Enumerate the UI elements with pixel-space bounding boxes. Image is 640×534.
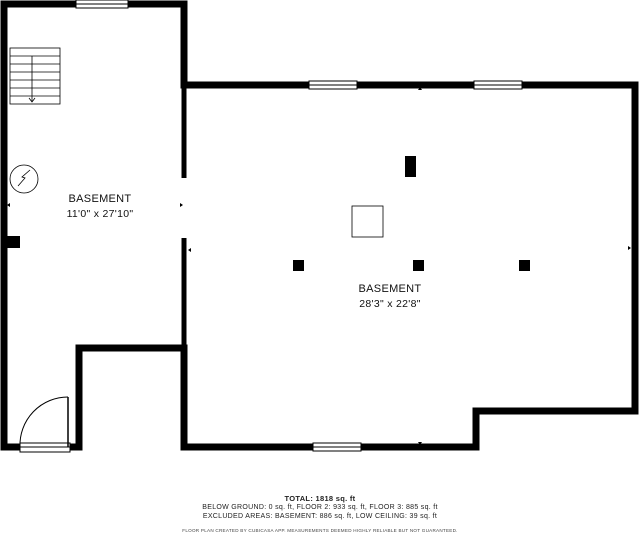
electrical-panel-icon [9, 164, 39, 194]
room-dimensions: 28'3" x 22'8" [359, 298, 421, 310]
floor-areas: BELOW GROUND: 0 sq. ft, FLOOR 2: 933 sq.… [202, 504, 438, 511]
excluded-areas: EXCLUDED AREAS: BASEMENT: 886 sq. ft, LO… [202, 513, 438, 520]
windows [75, 0, 523, 452]
support-post [413, 260, 424, 271]
room-name: BASEMENT [358, 283, 422, 295]
stairs [9, 47, 61, 105]
equipment-square [351, 205, 384, 238]
door [19, 396, 71, 453]
credit-note: FLOOR PLAN CREATED BY CUBICASA APP. MEAS… [182, 528, 458, 533]
total-area: TOTAL: 1818 sq. ft [284, 494, 356, 503]
exterior-walls [0, 0, 639, 451]
support-post [519, 260, 530, 271]
wall-block [4, 236, 20, 248]
room-dimensions: 11'0" x 27'10" [66, 208, 134, 220]
room-name: BASEMENT [68, 193, 132, 205]
arrow-markers [7, 4, 631, 445]
room-label-basement-right: BASEMENT 28'3" x 22'8" [320, 282, 460, 312]
support-post [293, 260, 304, 271]
support-columns [293, 156, 530, 271]
room-label-basement-left: BASEMENT 11'0" x 27'10" [40, 192, 160, 222]
chimney-block [405, 156, 416, 177]
